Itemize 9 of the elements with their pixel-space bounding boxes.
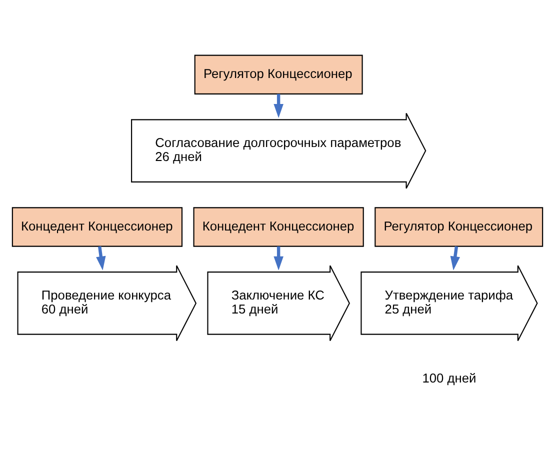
arrow	[274, 246, 284, 270]
arrow	[274, 94, 284, 118]
node-box: Концедент Концессионер	[193, 207, 364, 247]
node-box: Регулятор Концессионер	[374, 207, 544, 247]
arrow	[96, 246, 106, 270]
node-box: Регулятор Концессионер	[194, 54, 363, 94]
label: 100 дней	[422, 370, 476, 386]
node-box: Концедент Концессионер	[12, 207, 183, 247]
arrow	[450, 246, 460, 270]
